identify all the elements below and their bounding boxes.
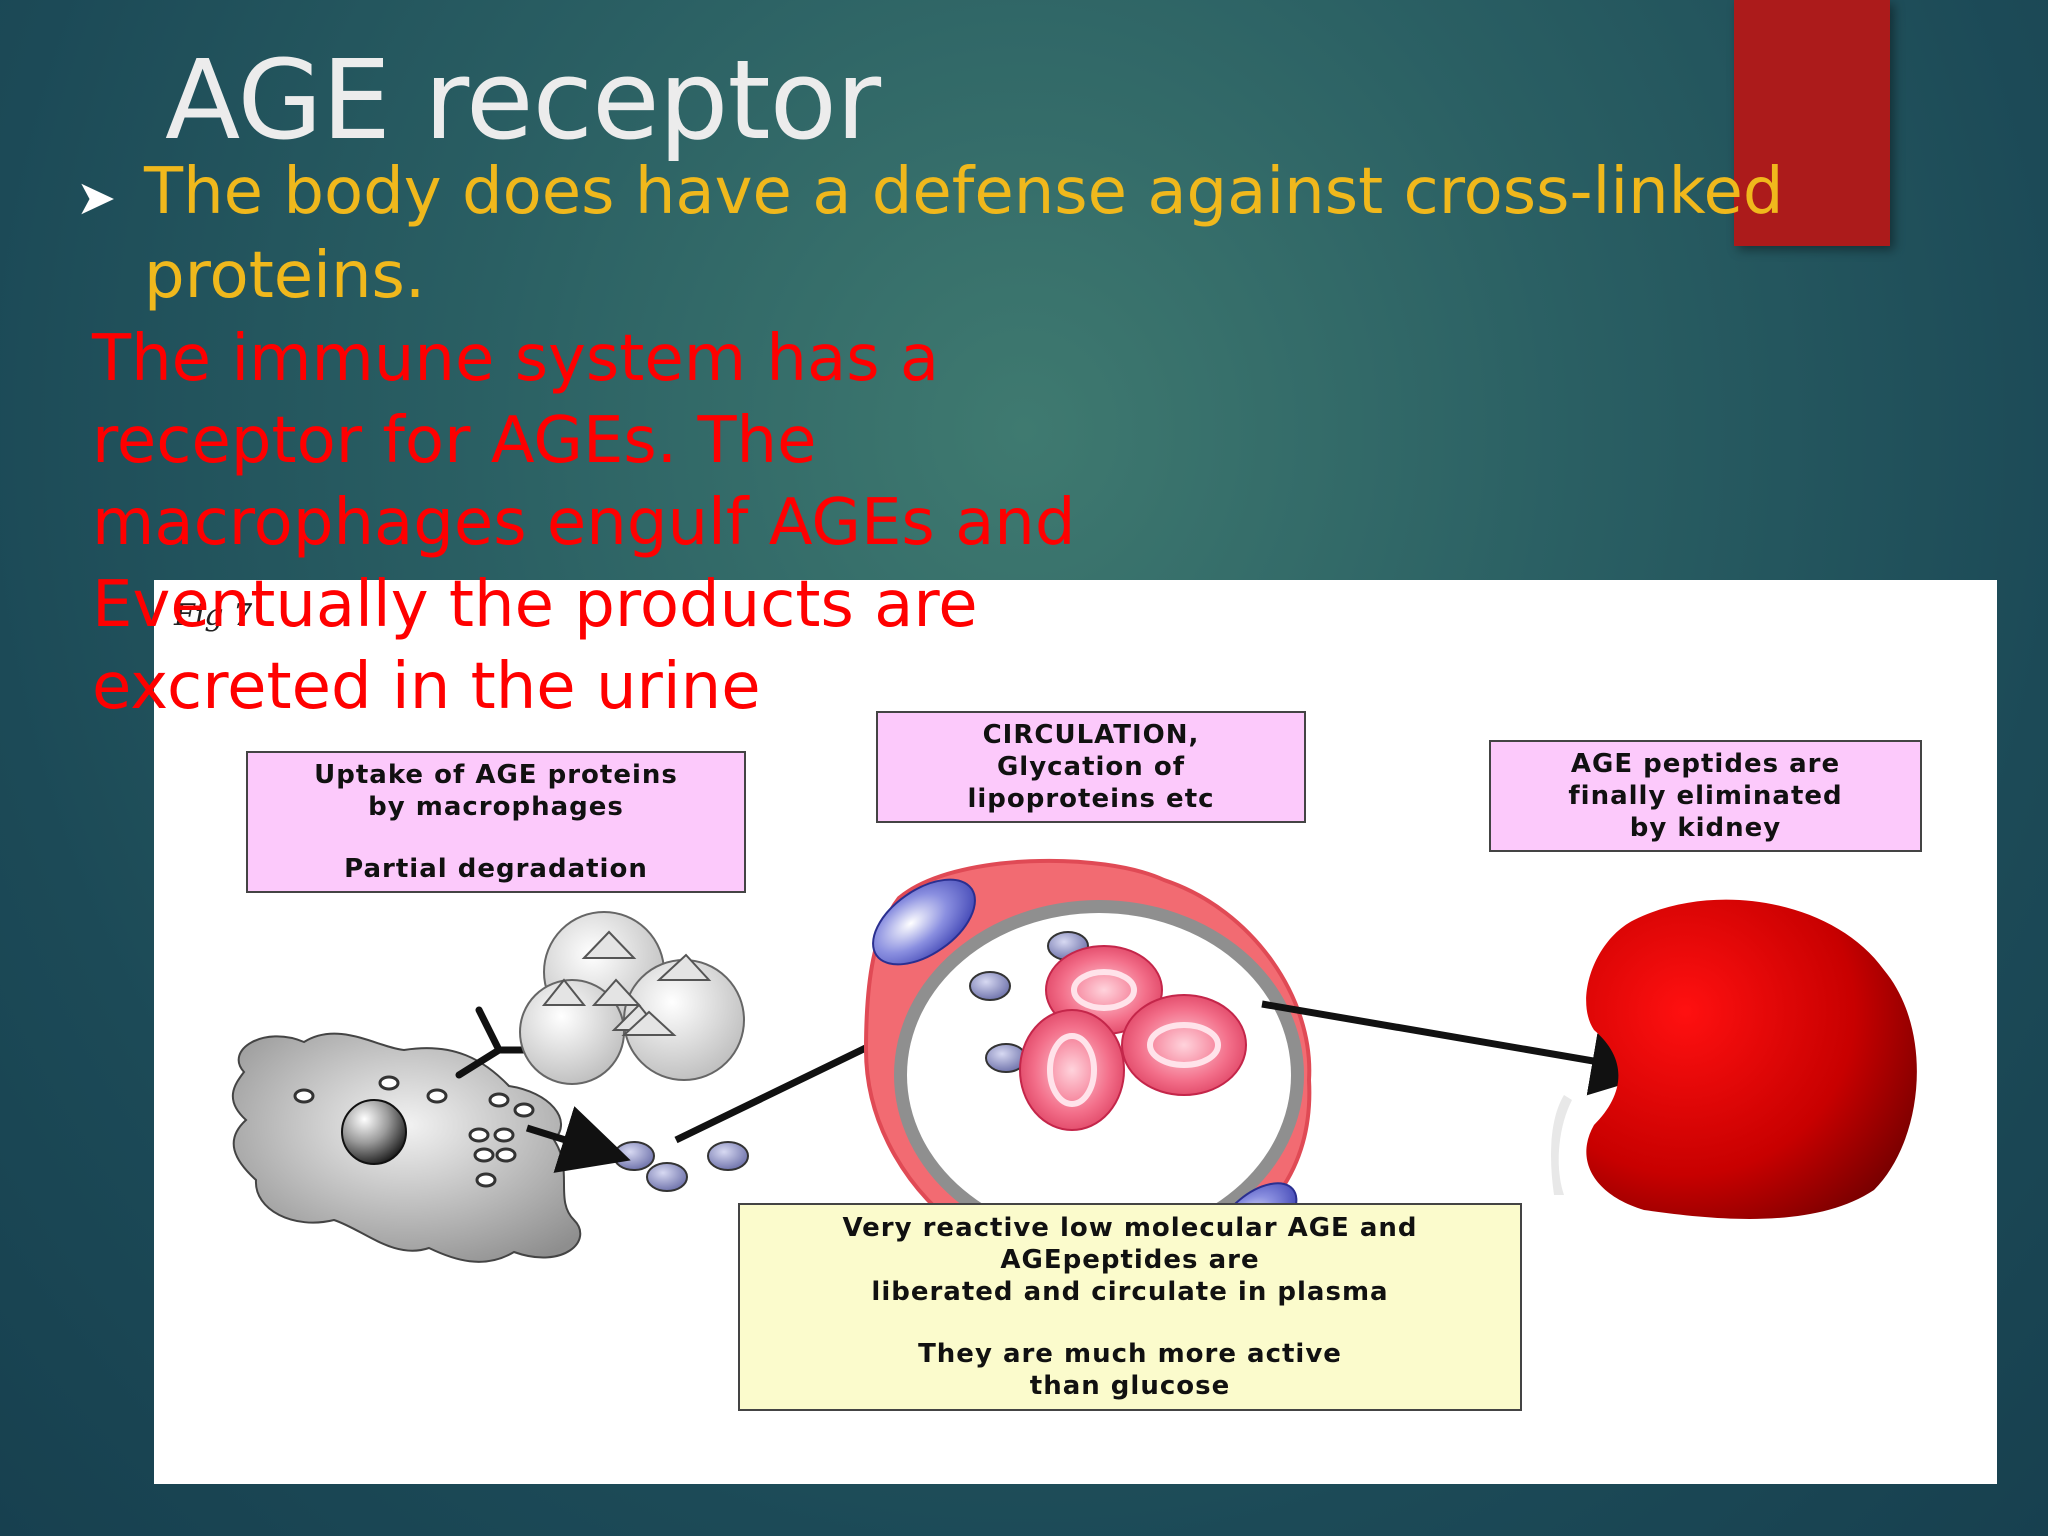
accent-bar [1734,0,1890,246]
bullet-point: ➤ The body does have a defense against c… [76,150,1796,318]
reactive-line-1: Very reactive low molecular AGE and [842,1213,1418,1243]
kidney-box: AGE peptides are finally eliminated by k… [1489,740,1922,852]
immune-description: The immune system has a receptor for AGE… [92,322,1076,724]
reactive-line-5: than glucose [1029,1371,1231,1401]
uptake-line-1: Uptake of AGE proteins [314,760,678,790]
arrow-to-kidney [1261,1000,1662,1096]
blood-vessel [863,858,1312,1274]
age-protein-spheres [519,911,745,1085]
arrowhead-bullet-icon: ➤ [76,170,117,226]
pathway-illustration [231,858,1917,1274]
uptake-box: Uptake of AGE proteins by macrophages Pa… [246,751,746,893]
circulation-box: CIRCULATION, Glycation of lipoproteins e… [876,711,1306,823]
reactive-line-2: AGEpeptides are [1000,1245,1260,1275]
age-pathway-figure: Fig 7 [154,580,1997,1484]
kidney-line-3: by kidney [1629,813,1782,843]
circulation-line-3: lipoproteins etc [967,784,1215,814]
bullet-text: The body does have a defense against cro… [144,155,1784,313]
circulation-line-1: CIRCULATION, [982,720,1200,750]
kidney-line-2: finally eliminated [1568,781,1843,811]
age-peptide-dots [613,1141,749,1192]
uptake-line-3: Partial degradation [344,854,648,884]
slide-title: AGE receptor [165,36,881,164]
macrophage-cell [231,1006,582,1263]
arrow-to-peptides [525,1106,631,1173]
uptake-line-2: by macrophages [368,792,624,822]
reactive-age-box: Very reactive low molecular AGE and AGEp… [738,1203,1522,1411]
figure-label: Fig 7 [174,598,253,633]
kidney-line-1: AGE peptides are [1570,749,1841,779]
reactive-line-3: liberated and circulate in plasma [871,1277,1389,1307]
kidney [1551,899,1917,1219]
circulation-line-2: Glycation of [996,752,1186,782]
reactive-line-4: They are much more active [918,1339,1342,1369]
